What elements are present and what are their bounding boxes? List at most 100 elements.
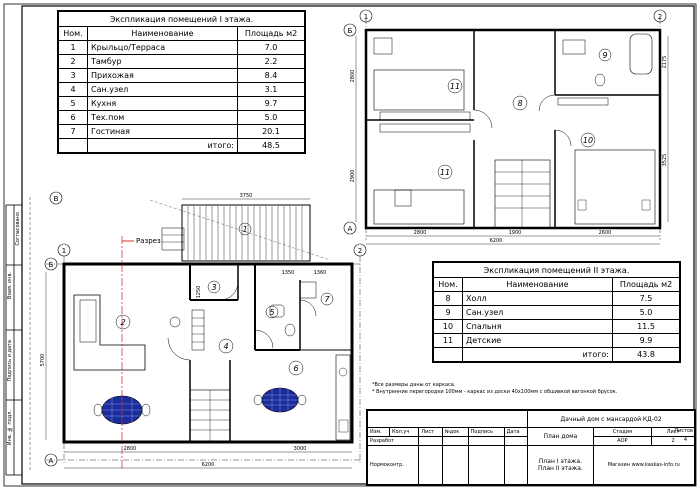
- dimension: 3000: [294, 446, 307, 452]
- col-header: Наименование: [87, 26, 238, 41]
- toilet: [284, 323, 296, 337]
- axis-label: 1: [62, 247, 66, 255]
- sheet-name: План дома: [527, 427, 594, 446]
- dimension: 1250: [196, 286, 202, 299]
- side-label: Инв. № подл.: [7, 410, 13, 446]
- room-number: 4: [223, 342, 228, 351]
- room-number: 10: [583, 136, 593, 145]
- steps: [161, 227, 185, 251]
- axis-label: 2: [358, 247, 362, 255]
- terrace: [181, 204, 311, 262]
- col-header: Площадь м2: [612, 277, 680, 292]
- outer-walls-2: [364, 28, 662, 230]
- col-header: Ном.: [433, 277, 463, 292]
- side-label: Подпись и дата: [7, 340, 13, 382]
- axis-label: 2: [658, 13, 662, 21]
- note-line: *Все размеры даны от каркаса.: [372, 382, 456, 388]
- room-number: 7: [324, 295, 330, 304]
- bathtub: [629, 33, 653, 75]
- col-header: Площадь м2: [237, 26, 305, 41]
- dimension: 2800: [124, 446, 137, 452]
- section-label: Разрез: [136, 237, 161, 245]
- note-line: * Внутренние перегородки 100мм - каркас …: [372, 389, 618, 395]
- stage: АОР: [592, 436, 653, 446]
- dimension: 2800: [350, 70, 356, 83]
- kitchen-cabinets: [335, 354, 351, 441]
- axis-label: А: [49, 457, 54, 465]
- table-first-floor: Экспликация помещений I этажа. Ном. Наим…: [57, 10, 306, 154]
- room-number: 1: [242, 225, 247, 234]
- stamp-header: Кол.уч: [389, 427, 420, 437]
- total-label: итого:: [462, 347, 613, 362]
- dimension: 2600: [599, 230, 612, 236]
- table-title: Экспликация помещений II этажа.: [433, 262, 680, 278]
- total-value: 48.5: [237, 138, 305, 153]
- dimension: 2900: [350, 170, 356, 183]
- role: Разработ: [366, 436, 420, 446]
- sheets-header: Листов: [674, 428, 693, 434]
- room-number: 11: [450, 82, 460, 91]
- total-value: 43.8: [612, 347, 680, 362]
- dimension: 2175: [662, 56, 668, 69]
- notes: *Все размеры даны от каркаса. * Внутренн…: [372, 382, 662, 396]
- axis-label: В: [54, 195, 59, 203]
- dimension: 6200: [202, 462, 215, 468]
- axis-label: Б: [348, 27, 353, 35]
- table-second-floor: Экспликация помещений II этажа. Ном. Наи…: [432, 261, 681, 363]
- stamp-header: Дата: [503, 427, 529, 437]
- dining-table-2: [253, 387, 307, 413]
- stamp-header: Подпись: [467, 427, 505, 437]
- col-header: Наименование: [462, 277, 613, 292]
- bed-3: [574, 149, 656, 225]
- site: Магазин www.kaskas-info.ru: [592, 445, 696, 485]
- role: Нормоконтр.: [366, 445, 420, 485]
- room-number: 3: [211, 283, 216, 292]
- dimension: 3525: [662, 154, 668, 167]
- sink: [269, 304, 285, 318]
- side-stamp: [5, 204, 23, 476]
- stairs-2: [494, 159, 551, 229]
- room-number: 2: [120, 318, 125, 327]
- room-number: 11: [440, 168, 450, 177]
- dimension: 1900: [509, 230, 522, 236]
- room-number: 6: [293, 364, 298, 373]
- dimension: 1350: [282, 270, 295, 276]
- axis-label: Б: [49, 261, 54, 269]
- radiator: [191, 309, 205, 351]
- stage-header: Стадия: [592, 427, 653, 437]
- axis-label: А: [348, 225, 353, 233]
- dimension: 6200: [490, 238, 503, 244]
- total-label: итого:: [87, 138, 238, 153]
- stamp-header: Лист: [418, 427, 443, 437]
- bed-1: [373, 69, 465, 111]
- sheets-count: 4: [683, 437, 687, 443]
- col-header: Ном.: [58, 26, 88, 41]
- sheet-number: 2: [651, 436, 695, 446]
- project-title: Дачный дом с мансардой КД-02: [527, 410, 695, 428]
- room-number: 8: [517, 99, 522, 108]
- side-label: Взам. инв.: [7, 272, 13, 300]
- table-title: Экспликация помещений I этажа.: [58, 11, 305, 27]
- plan-first-floor: [44, 191, 367, 470]
- dimension: 3750: [240, 193, 253, 199]
- drawing-labels: 1 2 Б А В 1 2 3 4 5 6 7 3750 2800 6200 3…: [40, 13, 668, 468]
- stamp-header: Изм.: [366, 427, 391, 437]
- axis-label: 1: [364, 13, 368, 21]
- sofa: [73, 294, 146, 371]
- dimension: 2800: [414, 230, 427, 236]
- bed-2: [373, 189, 465, 225]
- plan-lines: План I этажа. План II этажа.: [527, 445, 594, 485]
- stamp-header: №док: [441, 427, 469, 437]
